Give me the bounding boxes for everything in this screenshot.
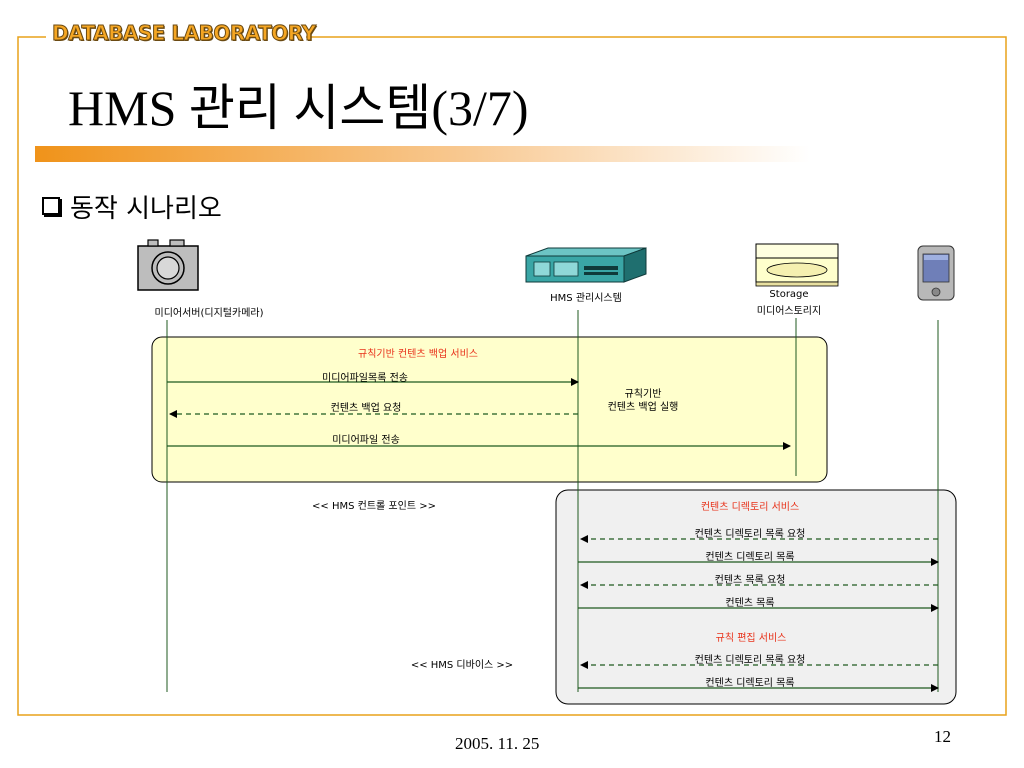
msg-content-list: 컨텐츠 목록 (725, 598, 775, 609)
actor-label-hms: HMS 관리시스템 (550, 293, 622, 304)
msg-dir-list-2: 컨텐츠 디렉토리 목록 (705, 678, 795, 689)
actor-label-storage-2: 미디어스토리지 (756, 306, 822, 317)
note-rule-backup-2: 컨텐츠 백업 실행 (607, 402, 679, 413)
group-directory-box (555, 489, 957, 705)
brand-logo: DATABASE LABORATORY (52, 21, 317, 46)
server-icon (525, 247, 647, 283)
storage-drive-icon (755, 243, 839, 287)
actor-label-storage-1: Storage (769, 289, 809, 300)
group-backup-title: 규칙기반 컨텐츠 백업 서비스 (358, 349, 478, 360)
title-accent-bar (35, 146, 810, 162)
msg-dir-list-request-2: 컨텐츠 디렉토리 목록 요청 (694, 655, 806, 666)
checkbox-bullet-icon (42, 197, 60, 215)
msg-backup-request: 컨텐츠 백업 요청 (330, 403, 402, 414)
page-number: 12 (934, 727, 951, 746)
group-rule-edit-title: 규칙 편집 서비스 (715, 633, 787, 644)
msg-dir-list-request-1: 컨텐츠 디렉토리 목록 요청 (694, 529, 806, 540)
actor-label-camera: 미디어서버(디지털카메라) (154, 308, 264, 319)
pda-device-icon (917, 245, 955, 301)
msg-media-file-send: 미디어파일 전송 (332, 435, 400, 446)
caption-hms-device: << HMS 디바이스 >> (410, 660, 514, 671)
section-heading: 동작 시나리오 (42, 188, 222, 225)
msg-media-list-send: 미디어파일목록 전송 (322, 373, 408, 384)
note-rule-backup-1: 규칙기반 (624, 389, 662, 400)
camera-icon (137, 239, 199, 291)
caption-hms-control-point: << HMS 컨트롤 포인트 >> (312, 501, 436, 512)
page-title: HMS 관리 시스템(3/7) (68, 80, 529, 136)
footer-date: 2005. 11. 25 (455, 734, 540, 753)
group-backup-box (151, 336, 828, 483)
group-directory-title: 컨텐츠 디렉토리 서비스 (700, 502, 800, 513)
msg-content-list-request: 컨텐츠 목록 요청 (714, 575, 786, 586)
msg-dir-list-1: 컨텐츠 디렉토리 목록 (705, 552, 795, 563)
